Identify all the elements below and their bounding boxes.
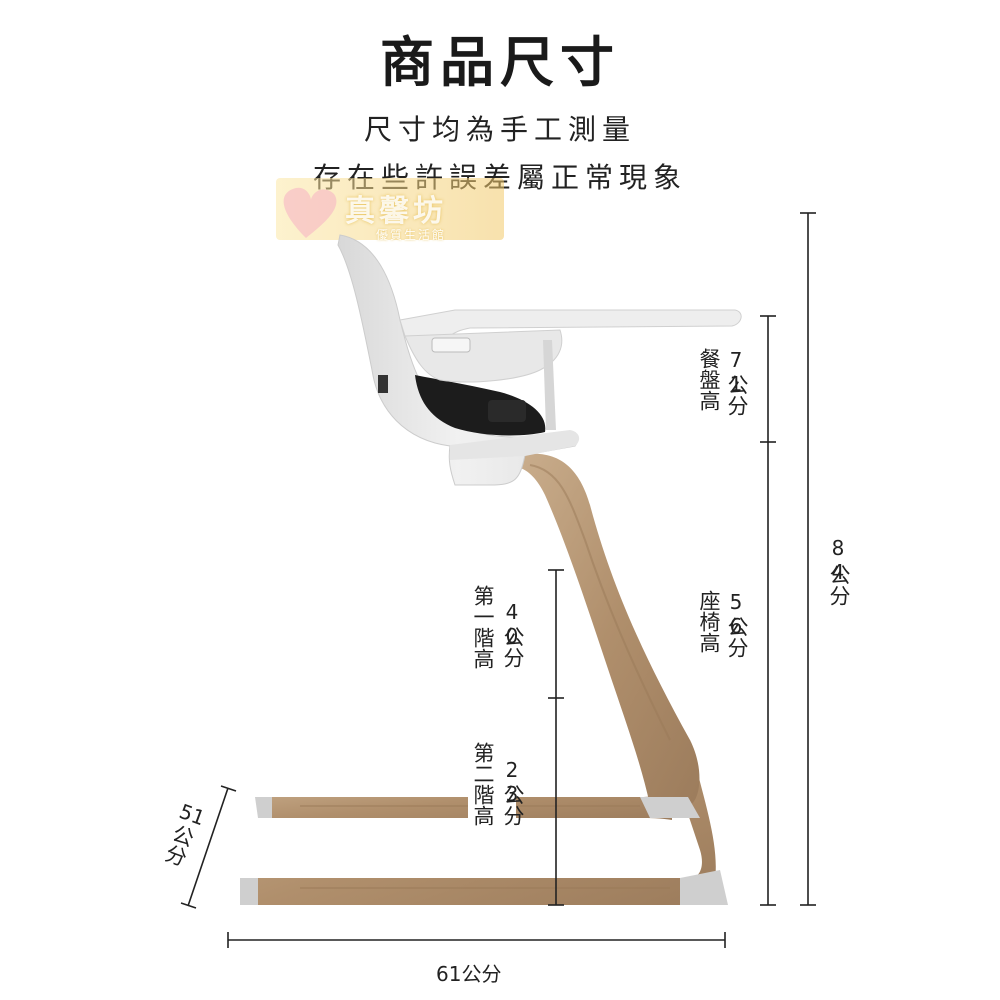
tray bbox=[399, 309, 742, 430]
step1-height-value: 40 bbox=[500, 600, 524, 648]
dimension-lines bbox=[180, 212, 816, 948]
tray-height-value: 71 bbox=[724, 348, 748, 396]
foot-caps bbox=[240, 797, 728, 905]
tray-height-unit: 公分 bbox=[725, 374, 749, 416]
subtitle-line-1: 尺寸均為手工測量 bbox=[363, 113, 636, 146]
step2-height-value: 23 bbox=[500, 758, 524, 806]
width-label: 61公分 bbox=[436, 962, 502, 986]
seat-height-value: 56 bbox=[724, 590, 748, 638]
step1-height-unit: 公分 bbox=[501, 626, 525, 668]
page-title: 商品尺寸 bbox=[380, 30, 620, 94]
seat-height-label: 座椅高 bbox=[697, 590, 721, 653]
step2-height-label: 第二階高 bbox=[471, 742, 495, 826]
harness bbox=[415, 375, 546, 436]
total-height-value: 84 bbox=[826, 536, 850, 584]
seat-shell bbox=[337, 234, 580, 486]
step1-height-label: 第一階高 bbox=[471, 585, 495, 669]
label-backdrop bbox=[468, 745, 516, 845]
watermark-logo bbox=[276, 178, 504, 240]
watermark-tagline: 優質生活館 bbox=[376, 228, 447, 242]
tray-height-label: 餐盤高 bbox=[697, 348, 721, 411]
seat-height-unit: 公分 bbox=[725, 616, 749, 658]
watermark-name: 真馨坊 bbox=[345, 194, 447, 229]
step2-height-unit: 公分 bbox=[501, 784, 525, 826]
heart-icon bbox=[283, 187, 337, 238]
total-height-unit: 公分 bbox=[827, 564, 851, 606]
